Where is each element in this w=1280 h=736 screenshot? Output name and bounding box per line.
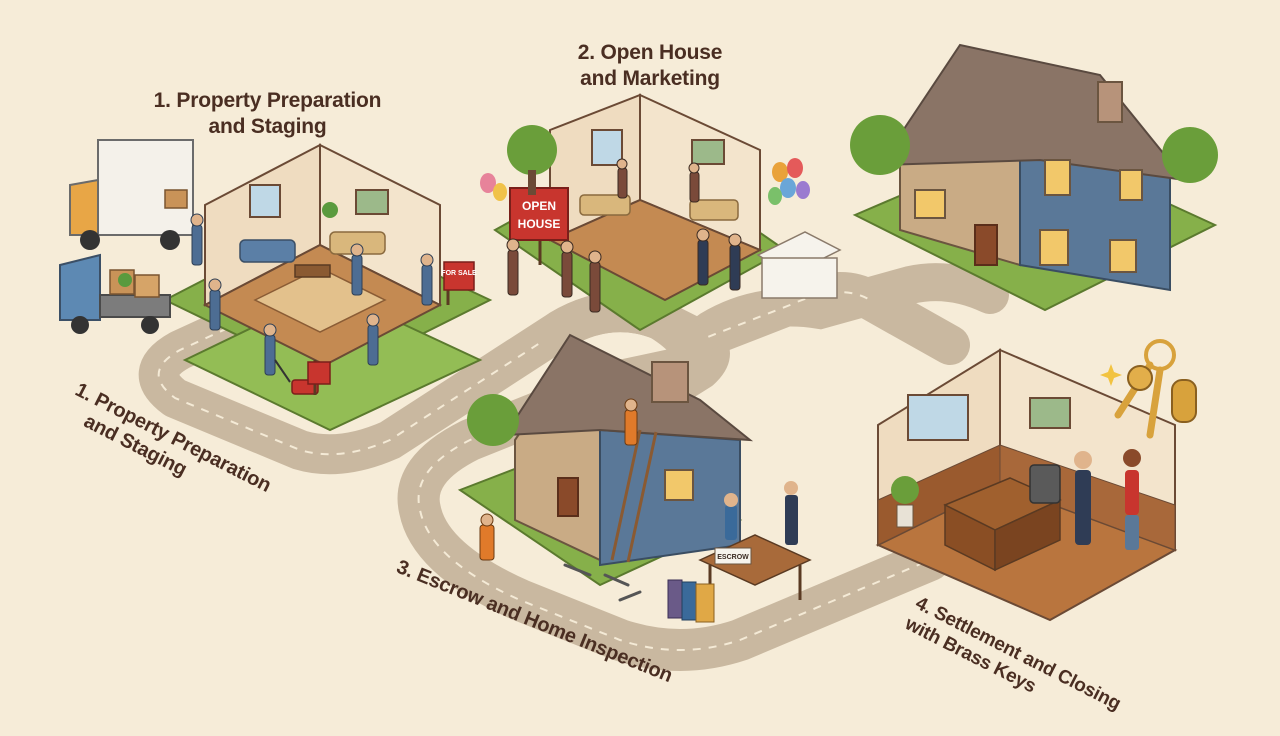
stage-2-title-line2: and Marketing xyxy=(580,66,720,90)
stage-2-title: 2. Open House and Marketing xyxy=(570,40,730,91)
handshake-people xyxy=(1074,449,1141,550)
for-sale-sign: FOR SALE xyxy=(307,261,477,395)
flatbed-truck-icon xyxy=(59,253,171,334)
stage-3-scene: ESCROW xyxy=(457,333,812,623)
sofa-icon xyxy=(239,231,386,263)
workers xyxy=(190,213,434,376)
window xyxy=(249,184,281,218)
house-sign-text: HOUSE xyxy=(518,217,561,231)
officials xyxy=(724,481,798,545)
inspectors xyxy=(479,398,638,561)
visitors xyxy=(506,158,742,313)
wall-painting xyxy=(355,189,389,215)
coffee-table xyxy=(294,264,331,278)
stage-4-scene xyxy=(875,339,1197,622)
sparkle-icon xyxy=(1100,364,1122,386)
tools-icon xyxy=(563,563,642,602)
stage-2-scene: OPEN HOUSE xyxy=(480,93,842,332)
stage-1-scene: FOR SALE xyxy=(59,139,493,432)
balloons-icon xyxy=(480,158,810,205)
winding-road xyxy=(138,263,1009,671)
house-icon xyxy=(850,43,1218,312)
box-icon xyxy=(164,189,188,209)
keys-icon xyxy=(1114,339,1197,439)
for-sale-sign-text: FOR SALE xyxy=(441,270,477,277)
folders-icon xyxy=(667,579,715,623)
plant-icon xyxy=(322,202,338,218)
moving-truck-icon xyxy=(69,139,194,250)
stage-1-title: 1. Property Preparation and Staging xyxy=(150,88,385,139)
ladder-icon xyxy=(610,429,658,563)
stage-1-title-line1: 1. Property Preparation xyxy=(153,89,382,112)
stage-1-title-line2: and Staging xyxy=(208,114,327,138)
open-sign-text: OPEN xyxy=(522,199,556,213)
tree-icon xyxy=(507,125,557,195)
real-estate-process-illustration: FOR SALE OPEN HOUSE xyxy=(59,43,1218,671)
escrow-plaque-text: ESCROW xyxy=(717,554,749,561)
stage-2-title-line1: 2. Open House xyxy=(577,41,723,64)
info-table xyxy=(756,231,842,299)
open-house-sign: OPEN HOUSE xyxy=(509,187,569,265)
desk-icon: ESCROW xyxy=(698,534,812,610)
